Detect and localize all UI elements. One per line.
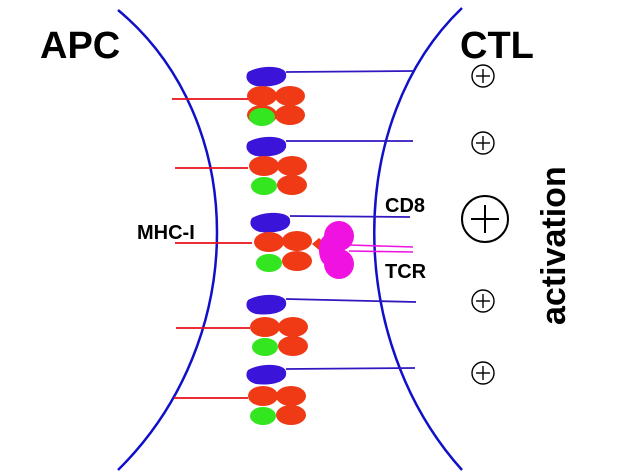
mhc-complex	[174, 364, 416, 425]
circle-plus-icon-large	[461, 195, 509, 243]
cd8-label: CD8	[385, 195, 425, 217]
cd8-stalk	[285, 367, 416, 370]
alpha-domain	[278, 336, 308, 356]
cd8-cap	[246, 294, 287, 315]
cd8-cap	[246, 364, 287, 385]
tcr-stalk	[348, 250, 414, 253]
cd8-cap	[246, 136, 287, 157]
alpha-domain	[278, 317, 308, 337]
alpha-domain	[276, 386, 306, 406]
circle-plus-icon	[471, 361, 495, 385]
alpha-domain	[277, 156, 307, 176]
beta2m-domain	[250, 407, 276, 425]
alpha-domain	[275, 86, 305, 106]
alpha-domain	[254, 232, 284, 252]
apc-membrane	[117, 9, 219, 471]
cd8-stalk	[285, 298, 417, 303]
ctl-membrane	[373, 7, 463, 471]
beta2m-domain	[256, 254, 282, 272]
tcr-stalk	[348, 244, 414, 248]
mhc-complex-engaged	[175, 212, 414, 279]
mhc-complex	[172, 66, 414, 126]
mhc-label: MHC-I	[137, 222, 195, 244]
alpha-domain	[247, 86, 277, 106]
activation-label: activation	[535, 166, 573, 325]
alpha-domain	[277, 175, 307, 195]
beta2m-domain	[249, 108, 275, 126]
alpha-domain	[249, 156, 279, 176]
alpha-domain	[248, 386, 278, 406]
beta2m-domain	[251, 177, 277, 195]
cd8-cap	[250, 212, 291, 233]
alpha-domain	[282, 231, 312, 251]
mhc-complex	[175, 136, 413, 195]
beta2m-domain	[252, 338, 278, 356]
cd8-stalk	[289, 215, 411, 218]
circle-plus-icon	[471, 131, 495, 155]
tcr-label: TCR	[385, 261, 427, 283]
cd8-cap	[246, 66, 287, 87]
apc-label: APC	[40, 25, 120, 67]
alpha-domain	[282, 251, 312, 271]
ctl-label: CTL	[460, 25, 534, 67]
cd8-stalk	[285, 70, 414, 73]
alpha-domain	[250, 317, 280, 337]
mhc-complex	[176, 294, 417, 356]
circle-plus-icon	[471, 64, 495, 88]
alpha-domain	[276, 405, 306, 425]
circle-plus-icon	[471, 289, 495, 313]
tcr-domain	[319, 235, 335, 265]
alpha-domain	[275, 105, 305, 125]
